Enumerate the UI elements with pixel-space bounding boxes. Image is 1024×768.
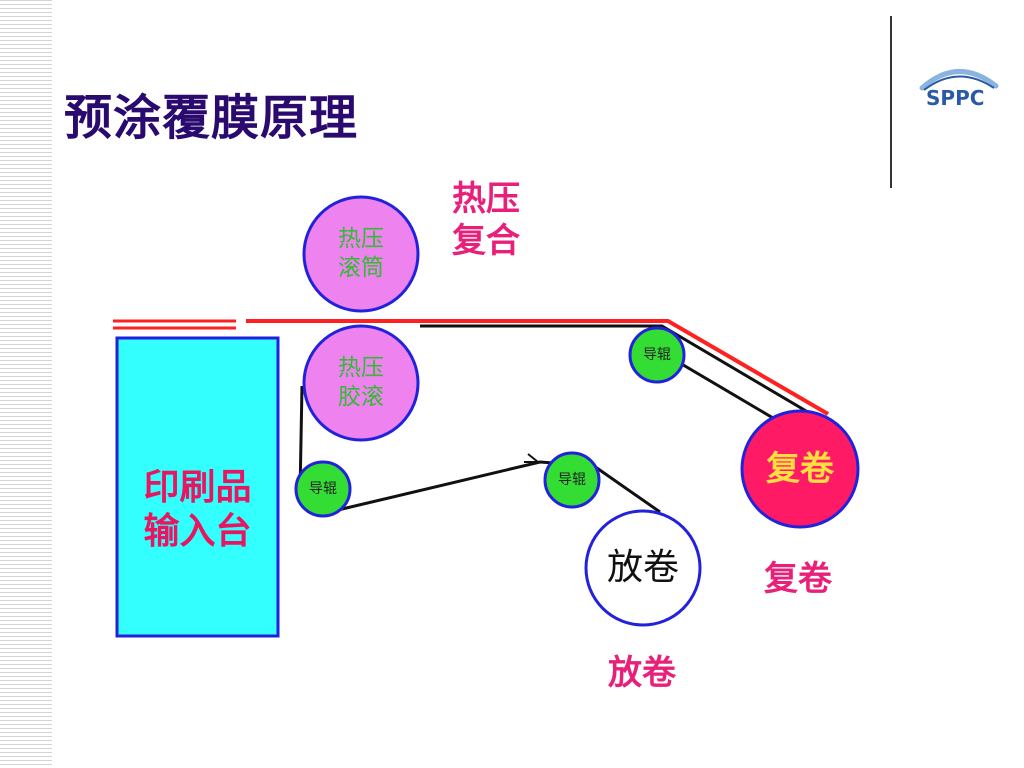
hot-lamination-caption: 热压 复合 [452, 179, 520, 261]
left-stripe-decoration [0, 0, 52, 768]
guide-roller-right-label: 导辊 [643, 347, 671, 363]
guide-roller-mid [543, 451, 601, 509]
hot-roller-bottom [302, 324, 420, 442]
guide-roller-right [628, 326, 686, 384]
hot-roller-bottom-label: 热压 胶滚 [338, 355, 384, 410]
input-table-label: 印刷品 输入台 [143, 467, 252, 552]
sppc-logo: SPPC [918, 62, 1000, 112]
rewind-roll [740, 409, 860, 529]
film-path-right [667, 354, 791, 430]
film-arrow-icon [524, 453, 539, 463]
input-table-box [115, 336, 280, 638]
guide-roller-left-label: 导辊 [309, 481, 337, 497]
guide-roller-mid-label: 导辊 [558, 472, 586, 488]
unwind-roll-label: 放卷 [606, 547, 679, 588]
laminated-path [246, 319, 830, 416]
logo-arc-icon [919, 69, 999, 91]
rewind-caption: 复卷 [764, 559, 832, 599]
guide-roller-left [294, 460, 352, 518]
hot-roller-top [302, 195, 420, 313]
unwind-roll [584, 509, 702, 627]
logo-text: SPPC [926, 86, 985, 110]
unwind-caption: 放卷 [608, 653, 676, 693]
slide-title: 预涂覆膜原理 [64, 90, 359, 146]
hot-roller-top-label: 热压 滚筒 [338, 226, 384, 281]
header-divider [890, 16, 892, 188]
rewind-roll-label: 复卷 [766, 449, 834, 489]
